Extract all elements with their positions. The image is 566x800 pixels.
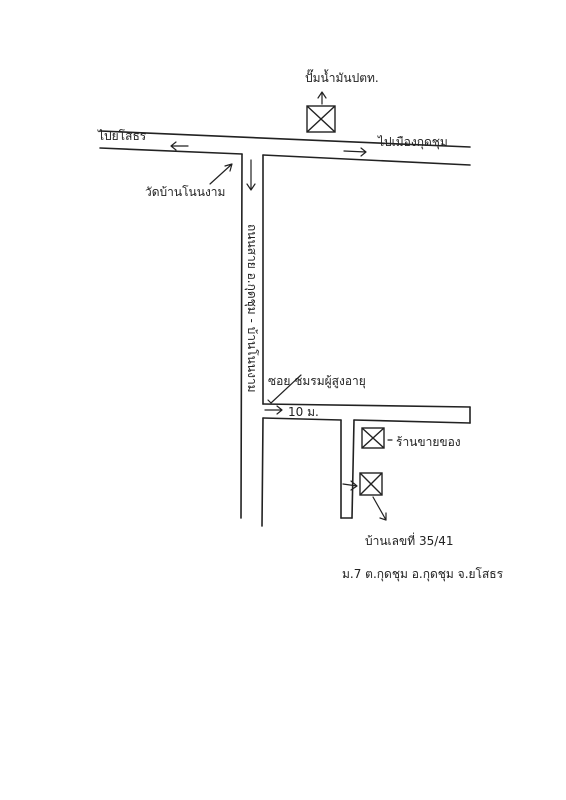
landmark-box-shop (361, 427, 385, 449)
top-landmark-label: ปั๊มน้ำมันปตท. (305, 69, 379, 85)
temple-label: วัดบ้านโนนงาม (145, 185, 225, 199)
distance-label: 10 ม. (288, 405, 319, 419)
shop-label: ร้านขายของ (396, 435, 461, 449)
soi-label: ซอย ชมรมผู้สูงอายุ (268, 374, 366, 389)
side-road-vertical (240, 153, 471, 527)
main-road-horizontal (99, 130, 471, 166)
direction-arrows (170, 91, 393, 521)
main-road-label: ถนนสาย อ.กุดชุม - บ้านโนนงาม (244, 224, 259, 393)
landmark-box-house (359, 472, 383, 496)
house-address-label: ม.7 ต.กุดชุม อ.กุดชุม จ.ยโสธร (342, 567, 504, 582)
landmark-box-top (306, 105, 336, 133)
road-left-label: ไปยโสธร (97, 129, 147, 143)
road-right-label: ไปเมืองกุดชุม (377, 135, 448, 150)
house-number-label: บ้านเลขที่ 35/41 (365, 532, 454, 548)
